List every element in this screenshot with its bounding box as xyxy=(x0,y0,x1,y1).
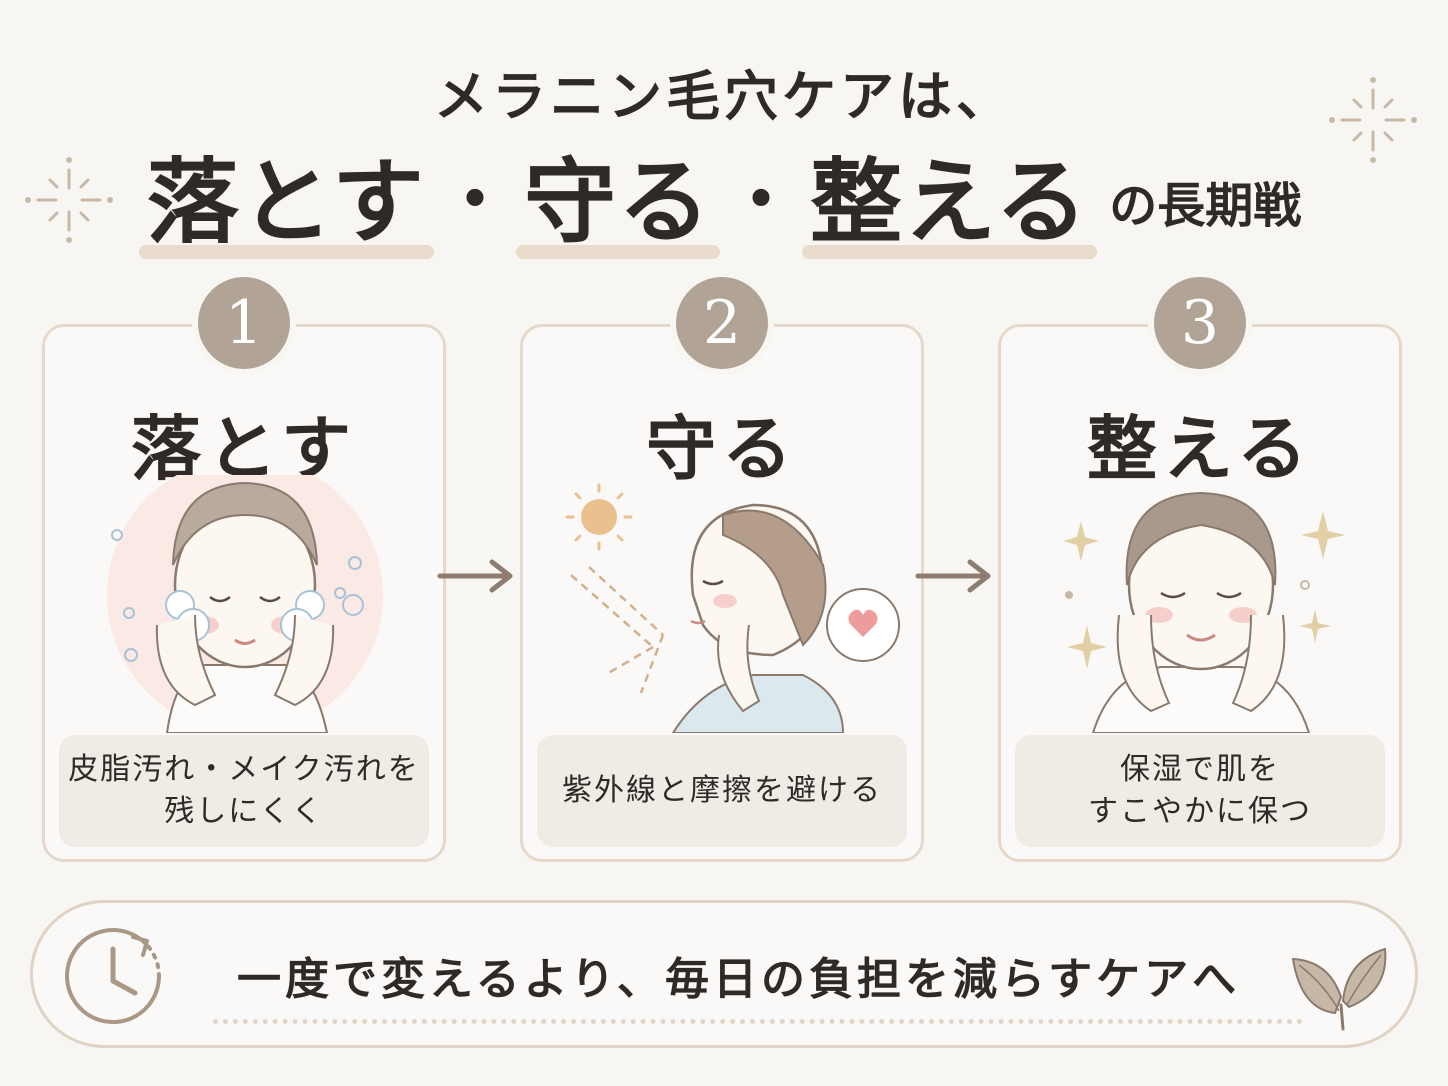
step-number-badge: 2 xyxy=(670,271,774,375)
step-card-1: 1 落とす 皮脂汚れ・メイク汚れを 残しにくく xyxy=(42,271,446,862)
title-word-mamoru: 守る xyxy=(515,128,721,261)
sparkle-decoration-left-icon xyxy=(25,157,113,243)
title-suffix: の長期戦 xyxy=(1109,178,1302,234)
step-title: 整える xyxy=(1087,408,1313,490)
title-word-otosu: 落とす xyxy=(138,128,435,261)
title-separator: ・ xyxy=(726,159,796,241)
arrow-right-icon xyxy=(915,559,991,593)
title-separator: ・ xyxy=(439,159,510,241)
step-card-2: 2 守る 紫外線と摩擦を避ける xyxy=(520,271,924,862)
step-description: 保湿で肌を すこやかに保つ xyxy=(1015,735,1385,847)
title-line2: 落とす・守る・整えるの長期戦 xyxy=(0,128,1448,261)
step-number-badge: 3 xyxy=(1148,271,1252,375)
clock-icon xyxy=(65,928,162,1025)
sparkle-decoration-right-icon xyxy=(1329,77,1417,163)
leaf-icon xyxy=(1291,947,1387,1031)
sun-protection-icon xyxy=(565,483,900,733)
step-description-line1: 皮脂汚れ・メイク汚れを xyxy=(68,752,420,787)
step-description-line1: 紫外線と摩擦を避ける xyxy=(562,773,882,808)
step-description-line2: すこやかに保つ xyxy=(1088,794,1312,829)
title-line1: メラニン毛穴ケアは、 xyxy=(434,65,1014,128)
sparkle-moisturize-icon xyxy=(1063,491,1345,733)
title-word-totonoeru: 整える xyxy=(801,128,1098,261)
step-description-line2: 残しにくく xyxy=(164,794,324,829)
step-title: 守る xyxy=(646,408,798,490)
step-description-line1: 保湿で肌を xyxy=(1120,752,1280,787)
arrow-right-icon xyxy=(437,559,513,593)
step-card-3: 3 整える 保湿で肌を すこやかに保つ xyxy=(998,271,1402,862)
step-description: 紫外線と摩擦を避ける xyxy=(537,735,907,847)
face-washing-foam-icon xyxy=(107,475,383,733)
footer-dotted-divider xyxy=(213,1019,1303,1028)
step-description: 皮脂汚れ・メイク汚れを 残しにくく xyxy=(59,735,429,847)
footer-banner: 一度で変えるより、毎日の負担を減らすケアへ xyxy=(30,900,1418,1048)
step-number-badge: 1 xyxy=(192,271,296,375)
footer-message: 一度で変えるより、毎日の負担を減らすケアへ xyxy=(237,954,1241,1005)
